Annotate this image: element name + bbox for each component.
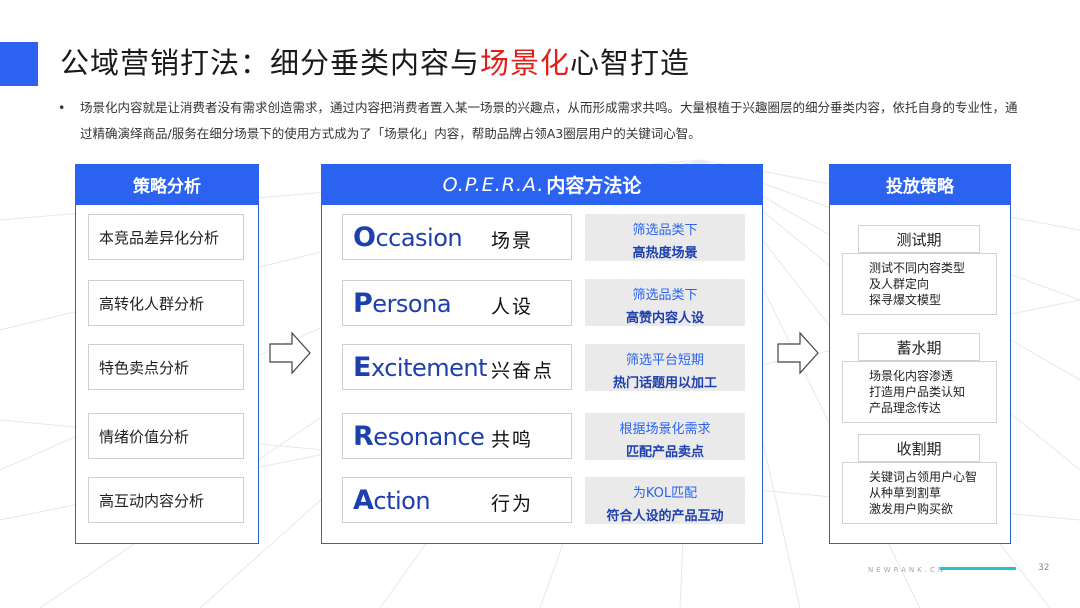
opera-header: O.P.E.R.A. 内容方法论 xyxy=(321,164,763,205)
opera-cn-label: 兴奋点 xyxy=(491,360,555,382)
footer-accent-line xyxy=(940,567,1016,570)
phase-desc: 场景化内容渗透 打造用户品类认知 产品理念传达 xyxy=(842,361,997,423)
opera-row-resonance: Resonance 共鸣 xyxy=(342,413,572,459)
opera-word-initial: O xyxy=(353,222,376,253)
opera-tag-line2: 高热度场景 xyxy=(632,246,698,261)
phase-line: 激发用户购买欲 xyxy=(869,502,954,516)
strategy-item: 特色卖点分析 xyxy=(88,344,244,390)
strategy-item: 高转化人群分析 xyxy=(88,280,244,326)
opera-word: Resonance xyxy=(353,421,485,452)
opera-word-initial: P xyxy=(353,288,373,319)
strategy-item: 本竞品差异化分析 xyxy=(88,214,244,260)
title-suffix: 心智打造 xyxy=(570,46,691,80)
opera-word: Persona xyxy=(353,288,452,319)
title-highlight: 场景化 xyxy=(480,46,571,80)
right-arrow-icon xyxy=(777,331,819,375)
opera-word-initial: A xyxy=(353,485,374,516)
phase-title: 收割期 xyxy=(858,434,980,462)
opera-word-rest: ction xyxy=(373,487,431,515)
page-number: 32 xyxy=(1038,563,1050,573)
opera-row-occasion: Occasion 场景 xyxy=(342,214,572,260)
phase-line: 及人群定向 xyxy=(869,277,930,291)
opera-tag-line2: 匹配产品卖点 xyxy=(625,445,704,460)
opera-tag-line2: 符合人设的产品互动 xyxy=(606,509,724,524)
opera-cn-label: 行为 xyxy=(491,493,534,515)
title-accent-bar xyxy=(0,42,38,86)
title-prefix: 公域营销打法：细分垂类内容与 xyxy=(60,46,481,80)
opera-cn-label: 场景 xyxy=(491,230,534,252)
opera-tag-line2: 热门话题用以加工 xyxy=(612,376,717,391)
opera-word-initial: R xyxy=(353,421,374,452)
opera-word-rest: ersona xyxy=(372,290,452,318)
opera-word: Action xyxy=(353,485,431,516)
opera-tag-line1: 筛选平台短期 xyxy=(625,353,704,368)
strategy-header: 策略分析 xyxy=(75,164,259,205)
opera-tag-line1: 为KOL匹配 xyxy=(632,486,698,501)
opera-tag: 为KOL匹配符合人设的产品互动 xyxy=(585,477,745,524)
phase-line: 关键词占领用户心智 xyxy=(869,470,978,484)
launch-header: 投放策略 xyxy=(829,164,1011,205)
footer-brand: NEWRANK.CN xyxy=(868,566,947,574)
right-arrow-icon xyxy=(269,331,311,375)
intro-text: 场景化内容就是让消费者没有需求创造需求，通过内容把消费者置入某一场景的兴趣点，从… xyxy=(80,100,1018,141)
opera-word-rest: ccasion xyxy=(375,224,463,252)
phase-line: 产品理念传达 xyxy=(869,401,942,415)
opera-tag: 根据场景化需求匹配产品卖点 xyxy=(585,413,745,460)
phase-line: 打造用户品类认知 xyxy=(869,385,966,399)
opera-tag: 筛选品类下高热度场景 xyxy=(585,214,745,261)
opera-cn-label: 共鸣 xyxy=(491,429,534,451)
opera-cn-label: 人设 xyxy=(491,296,534,318)
opera-row-excitement: Excitement 兴奋点 xyxy=(342,344,572,390)
phase-desc: 关键词占领用户心智 从种草到割草 激发用户购买欲 xyxy=(842,462,997,524)
opera-tag: 筛选平台短期热门话题用以加工 xyxy=(585,344,745,391)
opera-tag-line2: 高赞内容人设 xyxy=(625,311,704,326)
opera-word-rest: xcitement xyxy=(370,354,488,382)
opera-tag: 筛选品类下高赞内容人设 xyxy=(585,279,745,326)
phase-line: 场景化内容渗透 xyxy=(869,369,954,383)
opera-word: Excitement xyxy=(353,352,488,383)
strategy-item: 高互动内容分析 xyxy=(88,477,244,523)
bullet-marker: • xyxy=(58,100,66,115)
opera-row-action: Action 行为 xyxy=(342,477,572,523)
opera-header-text: 内容方法论 xyxy=(546,175,642,197)
opera-tag-line1: 筛选品类下 xyxy=(632,223,698,238)
opera-word-initial: E xyxy=(353,352,371,383)
phase-title: 测试期 xyxy=(858,225,980,253)
opera-word: Occasion xyxy=(353,222,463,253)
opera-word-rest: esonance xyxy=(373,423,485,451)
strategy-item: 情绪价值分析 xyxy=(88,413,244,459)
opera-row-persona: Persona 人设 xyxy=(342,280,572,326)
phase-line: 从种草到割草 xyxy=(869,486,942,500)
opera-tag-line1: 筛选品类下 xyxy=(632,288,698,303)
phase-title: 蓄水期 xyxy=(858,333,980,361)
phase-desc: 测试不同内容类型 及人群定向 探寻爆文模型 xyxy=(842,253,997,315)
opera-tag-line1: 根据场景化需求 xyxy=(619,422,711,437)
intro-bullet: • 场景化内容就是让消费者没有需求创造需求，通过内容把消费者置入某一场景的兴趣点… xyxy=(58,95,1018,147)
phase-line: 测试不同内容类型 xyxy=(869,261,966,275)
opera-acronym: O.P.E.R.A. xyxy=(442,173,545,196)
phase-line: 探寻爆文模型 xyxy=(869,293,942,307)
page-title: 公域营销打法：细分垂类内容与场景化心智打造 xyxy=(60,40,690,82)
